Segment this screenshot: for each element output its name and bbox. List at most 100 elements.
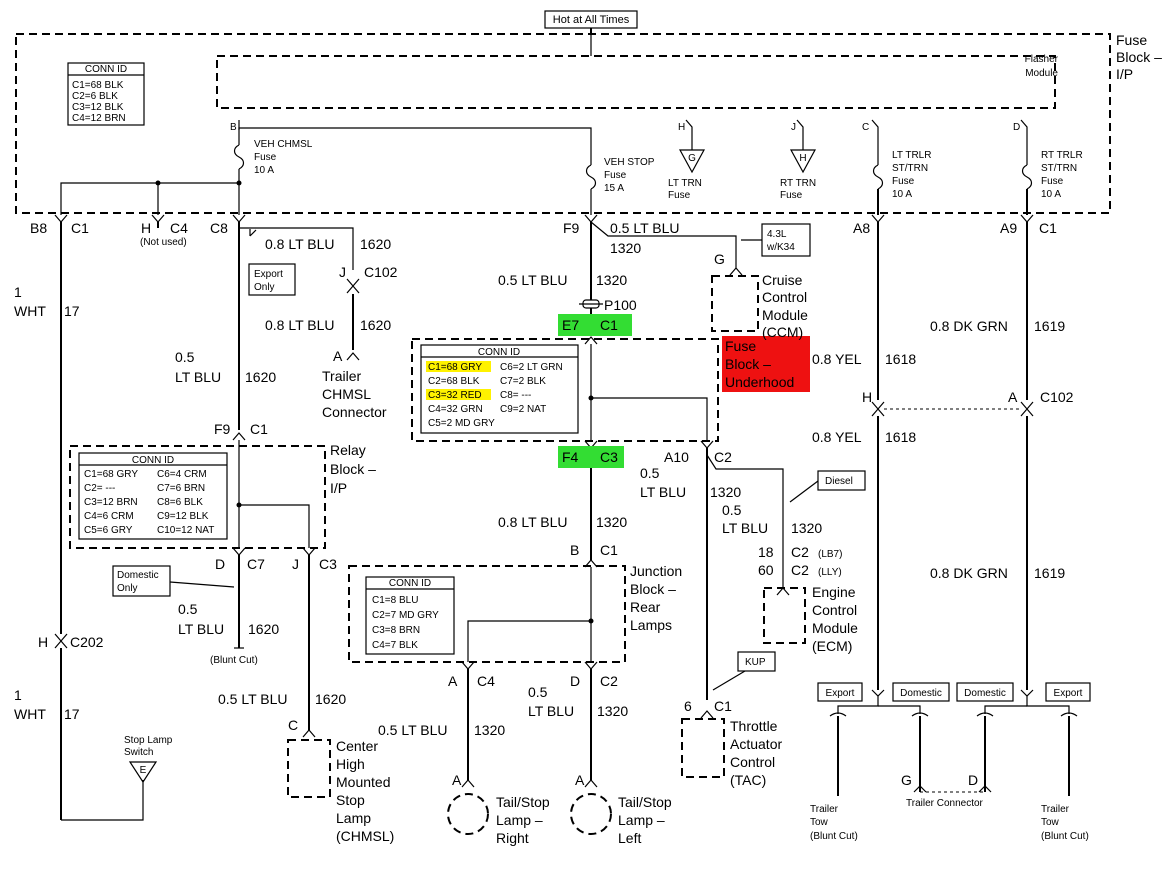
svg-text:Fuse: Fuse — [780, 190, 803, 201]
svg-text:Relay: Relay — [330, 442, 366, 458]
svg-text:Junction: Junction — [630, 563, 682, 579]
rt-trn-fuse: J H RT TRN Fuse — [780, 119, 816, 201]
svg-text:15 A: 15 A — [604, 183, 624, 194]
svg-text:10 A: 10 A — [1041, 189, 1061, 200]
svg-text:C2: C2 — [791, 544, 809, 560]
svg-text:Lamp: Lamp — [336, 810, 371, 826]
relay-block-outline — [69, 445, 326, 549]
rt-trlr-fuse: D RT TRLR ST/TRN Fuse 10 A — [1013, 119, 1083, 215]
ecm-outline — [763, 587, 806, 644]
svg-text:C8= ---: C8= --- — [500, 390, 531, 401]
svg-text:(CHMSL): (CHMSL) — [336, 828, 394, 844]
flasher-label-2: Module — [1025, 68, 1058, 79]
svg-text:C2=6 BLK: C2=6 BLK — [72, 91, 118, 102]
svg-text:Control: Control — [762, 289, 807, 305]
svg-text:Only: Only — [254, 282, 275, 293]
tac-outline — [681, 718, 725, 778]
svg-text:VEH STOP: VEH STOP — [604, 157, 655, 168]
svg-text:C1: C1 — [600, 542, 618, 558]
svg-text:C102: C102 — [1040, 389, 1074, 405]
svg-text:(Not used): (Not used) — [140, 237, 187, 248]
svg-text:0.5 LT BLU: 0.5 LT BLU — [498, 272, 568, 288]
fuse-block-ip-title-2: Block – — [1116, 49, 1162, 65]
svg-text:C1: C1 — [600, 317, 618, 333]
svg-text:Tail/Stop: Tail/Stop — [618, 794, 672, 810]
svg-text:CONN ID: CONN ID — [478, 347, 520, 358]
svg-text:1619: 1619 — [1034, 318, 1065, 334]
svg-text:G: G — [714, 251, 725, 267]
fuse-block-ip-outline — [15, 33, 1111, 214]
svg-text:0.5: 0.5 — [178, 601, 198, 617]
junction-conn-id: CONN ID C1=8 BLU C2=7 MD GRY C3=8 BRN C4… — [365, 576, 455, 655]
svg-text:Fuse: Fuse — [254, 152, 277, 163]
svg-text:J: J — [791, 122, 796, 133]
svg-text:E: E — [140, 765, 147, 776]
svg-text:B8: B8 — [30, 220, 47, 236]
svg-text:C: C — [288, 717, 298, 733]
svg-text:H: H — [799, 153, 806, 164]
svg-text:Fuse: Fuse — [604, 170, 627, 181]
svg-text:Engine: Engine — [812, 584, 856, 600]
svg-text:C5=6 GRY: C5=6 GRY — [84, 525, 133, 536]
svg-text:Rear: Rear — [630, 599, 661, 615]
svg-text:Fuse: Fuse — [668, 190, 691, 201]
svg-text:C9=2 NAT: C9=2 NAT — [500, 404, 546, 415]
svg-text:B: B — [570, 542, 579, 558]
svg-text:Trailer Connector: Trailer Connector — [906, 798, 984, 809]
hot-label: Hot at All Times — [553, 14, 630, 26]
svg-text:C202: C202 — [70, 634, 104, 650]
svg-text:LT BLU: LT BLU — [175, 369, 221, 385]
tail-lamp-right — [447, 793, 489, 835]
svg-text:Cruise: Cruise — [762, 272, 803, 288]
svg-text:C1=68 GRY: C1=68 GRY — [428, 362, 482, 373]
svg-text:17: 17 — [64, 706, 80, 722]
svg-text:1320: 1320 — [610, 240, 641, 256]
svg-text:Tow: Tow — [810, 817, 829, 828]
svg-text:Underhood: Underhood — [725, 374, 794, 390]
svg-text:C2= ---: C2= --- — [84, 483, 115, 494]
svg-text:Block –: Block – — [725, 356, 771, 372]
svg-text:C4=6 CRM: C4=6 CRM — [84, 511, 134, 522]
svg-text:C10=12 NAT: C10=12 NAT — [157, 525, 214, 536]
svg-text:Center: Center — [336, 738, 378, 754]
svg-text:C1=8 BLU: C1=8 BLU — [372, 595, 418, 606]
pin-b: B — [230, 122, 237, 133]
svg-text:LT BLU: LT BLU — [722, 520, 768, 536]
svg-text:(Blunt Cut): (Blunt Cut) — [810, 831, 858, 842]
svg-text:Module: Module — [762, 307, 808, 323]
svg-text:Lamps: Lamps — [630, 617, 672, 633]
svg-text:0.5: 0.5 — [722, 502, 742, 518]
svg-text:C7=6 BRN: C7=6 BRN — [157, 483, 205, 494]
svg-text:C1: C1 — [714, 698, 732, 714]
svg-text:C1: C1 — [1039, 220, 1057, 236]
svg-text:Trailer: Trailer — [810, 804, 839, 815]
svg-text:(TAC): (TAC) — [730, 772, 766, 788]
svg-text:0.8 DK GRN: 0.8 DK GRN — [930, 318, 1008, 334]
svg-text:F9: F9 — [214, 421, 231, 437]
svg-text:D: D — [570, 673, 580, 689]
svg-text:4.3L: 4.3L — [767, 229, 787, 240]
svg-text:C2: C2 — [714, 449, 732, 465]
svg-text:Left: Left — [618, 830, 641, 846]
svg-text:C4: C4 — [170, 220, 188, 236]
tail-lamp-left — [570, 793, 612, 835]
svg-text:0.8 YEL: 0.8 YEL — [812, 351, 862, 367]
svg-text:C4: C4 — [477, 673, 495, 689]
relay-block-conn-id: CONN ID C1=68 GRY C2= --- C3=12 BRN C4=6… — [78, 452, 228, 540]
svg-text:LT TRLR: LT TRLR — [892, 150, 931, 161]
svg-text:Tail/Stop: Tail/Stop — [496, 794, 550, 810]
svg-text:G: G — [901, 772, 912, 788]
domestic-box-2: Domestic — [956, 682, 1014, 702]
svg-text:A: A — [575, 772, 585, 788]
svg-text:C4=7 BLK: C4=7 BLK — [372, 640, 418, 651]
svg-text:C102: C102 — [364, 264, 398, 280]
export-only-box: Export Only — [248, 263, 296, 296]
svg-text:Switch: Switch — [124, 747, 153, 758]
underhood-conn-id: CONN ID C1=68 GRY C2=68 BLK C3=32 RED C4… — [420, 344, 579, 434]
svg-text:CHMSL: CHMSL — [322, 386, 371, 402]
svg-text:WHT: WHT — [14, 303, 46, 319]
svg-text:A10: A10 — [664, 449, 689, 465]
svg-text:C3=12 BRN: C3=12 BRN — [84, 497, 138, 508]
svg-text:Control: Control — [730, 754, 775, 770]
svg-text:C2: C2 — [600, 673, 618, 689]
